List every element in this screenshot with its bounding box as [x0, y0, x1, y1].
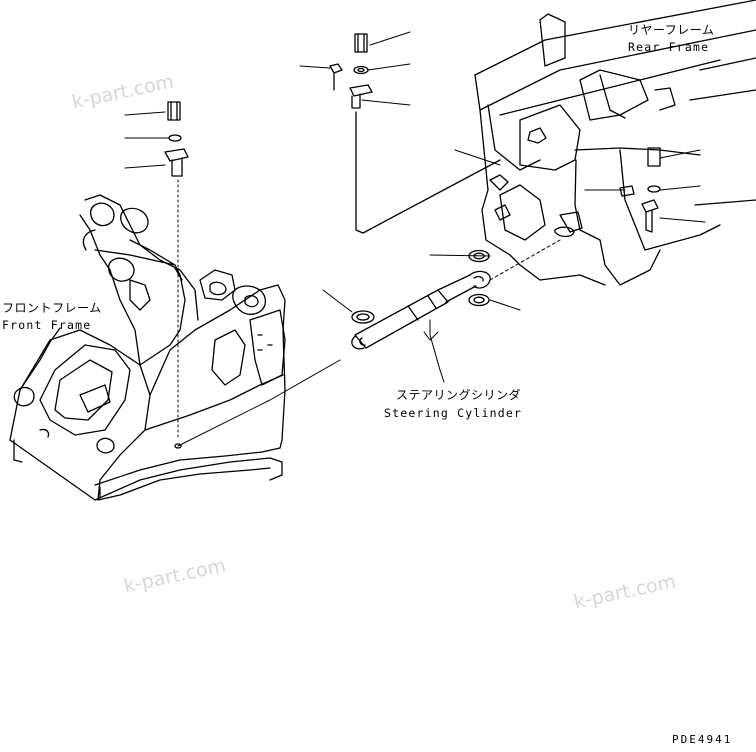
steering-cylinder — [351, 270, 491, 350]
rear-frame-label-jp: リヤーフレーム — [628, 23, 715, 37]
steering-cylinder-label-en: Steering Cylinder — [384, 406, 523, 420]
rear-lower-pin-set — [619, 147, 661, 233]
cylinder-washers — [351, 249, 490, 324]
cylinder-leader-lines — [322, 239, 561, 383]
front-frame — [9, 194, 286, 501]
front-frame-label-jp: フロントフレーム — [2, 301, 102, 315]
rear-upper-pin-set — [329, 33, 501, 234]
steering-cylinder-label-jp: ステアリングシリンダ — [396, 388, 522, 402]
front-frame-label-en: Front Frame — [2, 318, 92, 332]
rear-leader-lines — [299, 31, 706, 223]
rear-frame-label-en: Rear Frame — [628, 40, 710, 54]
front-pin-set — [164, 101, 189, 449]
front-leader-lines — [124, 111, 341, 447]
rear-frame — [474, 0, 756, 286]
drawing-code: PDE4941 — [672, 733, 733, 746]
